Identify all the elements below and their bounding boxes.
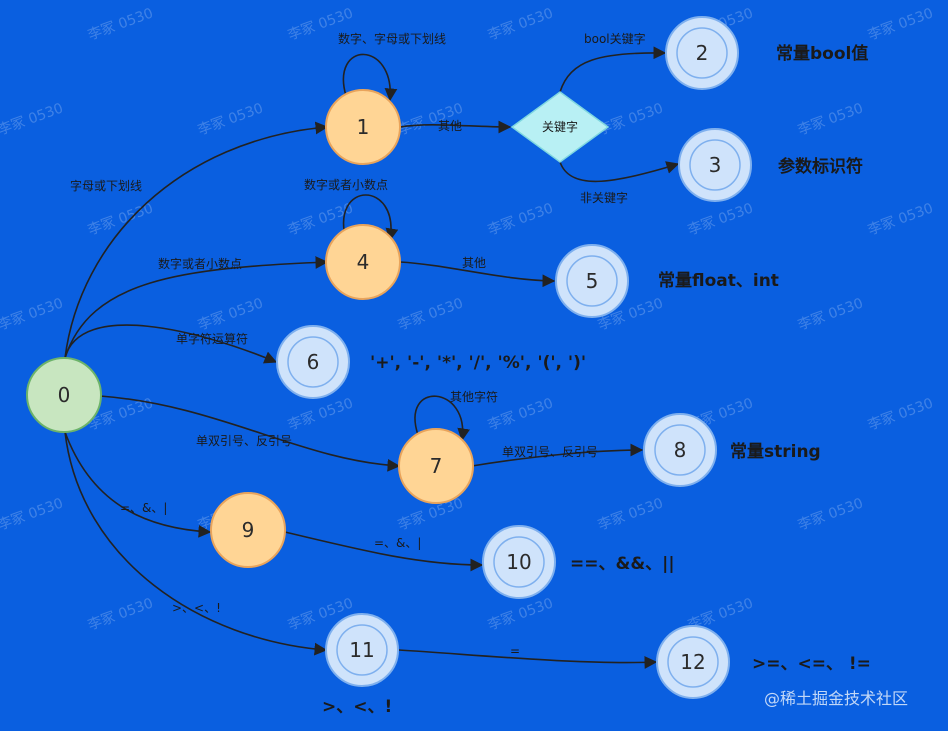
watermark-text: 李冢 0530: [486, 200, 555, 238]
watermark-text: 李冢 0530: [396, 295, 465, 333]
footer-credit: @稀土掘金技术社区: [764, 689, 908, 708]
edge-label-0-4: 数字或者小数点: [158, 256, 242, 271]
state-9-label: 9: [242, 518, 255, 542]
state-11: 11: [325, 613, 399, 687]
edge-0-4: [64, 256, 329, 359]
watermark-text: 李冢 0530: [0, 495, 65, 533]
state-11-label: 11: [349, 638, 374, 662]
edge-loop-4: [343, 194, 399, 242]
edge-loop-1: [342, 53, 398, 102]
edge-7-8: [471, 443, 644, 467]
watermark-text: 李冢 0530: [286, 395, 355, 433]
edge-label-0-11: >、<、!: [172, 601, 221, 615]
side-label-12: >=、<=、 !=: [752, 654, 871, 674]
state-9: 9: [210, 492, 286, 568]
state-7: 7: [398, 428, 474, 504]
watermark-text: 李冢 0530: [796, 495, 865, 533]
decision-label: 关键字: [542, 119, 578, 134]
edge-label-9-10: =、&、|: [374, 536, 421, 550]
watermark-text: 李冢 0530: [866, 395, 935, 433]
watermark-text: 李冢 0530: [86, 595, 155, 633]
state-4: 4: [325, 224, 401, 300]
watermark-text: 李冢 0530: [0, 295, 65, 333]
edge-label-loop-7: 其他字符: [450, 389, 498, 404]
watermark-text: 李冢 0530: [86, 200, 155, 238]
watermark-text: 李冢 0530: [866, 200, 935, 238]
edge-label-0-9: =、&、|: [120, 501, 167, 515]
edge-1-decision: [399, 120, 512, 134]
watermark-text: 李冢 0530: [486, 5, 555, 43]
watermark-text: 李冢 0530: [86, 5, 155, 43]
edge-label-loop-4: 数字或者小数点: [304, 177, 388, 192]
watermark-text: 李冢 0530: [0, 100, 65, 138]
edge-0-6: [64, 324, 278, 364]
state-2: 2: [665, 16, 739, 90]
edge-label-0-1: 字母或下划线: [70, 178, 142, 193]
decision-keyword: 关键字: [510, 91, 610, 163]
edge-0-11: [64, 431, 328, 656]
state-10-label: 10: [506, 550, 531, 574]
edge-label-0-7: 单双引号、反引号: [196, 434, 292, 448]
state-8: 8: [643, 413, 717, 487]
edge-9-10: [284, 531, 484, 572]
side-label-2: 常量bool值: [776, 43, 868, 64]
edge-11-12: [398, 649, 658, 669]
edge-label-11-12: =: [510, 644, 520, 658]
state-12-label: 12: [680, 650, 705, 674]
side-label-5: 常量float、int: [658, 270, 779, 291]
state-12: 12: [656, 625, 730, 699]
state-10: 10: [482, 525, 556, 599]
watermark-text: 李冢 0530: [796, 100, 865, 138]
watermark-text: 李冢 0530: [596, 495, 665, 533]
watermark-text: 李冢 0530: [486, 595, 555, 633]
state-1: 1: [325, 89, 401, 165]
watermark-text: 李冢 0530: [596, 100, 665, 138]
side-label-10: ==、&&、||: [570, 554, 675, 574]
state-1-label: 1: [357, 115, 370, 139]
edge-0-9: [64, 431, 212, 538]
watermark-text: 李冢 0530: [796, 295, 865, 333]
state-2-label: 2: [696, 41, 709, 65]
watermark-text: 李冢 0530: [196, 295, 265, 333]
watermark-text: 李冢 0530: [866, 5, 935, 43]
edge-0-7: [99, 395, 401, 472]
state-6-label: 6: [307, 350, 320, 374]
edge-decision-2: [559, 46, 667, 93]
edge-0-1: [64, 121, 329, 359]
state-3-label: 3: [709, 153, 722, 177]
state-5: 5: [555, 244, 629, 318]
edge-label-4-5: 其他: [462, 256, 486, 270]
edge-label-1-decision: 其他: [438, 119, 462, 133]
side-label-3: 参数标识符: [778, 156, 863, 177]
state-5-label: 5: [586, 269, 599, 293]
edge-label-7-8: 单双引号、反引号: [502, 445, 598, 459]
side-label-11: >、<、!: [322, 697, 392, 717]
state-7-label: 7: [430, 454, 443, 478]
edge-label-loop-1: 数字、字母或下划线: [338, 31, 446, 46]
watermark-text: 李冢 0530: [196, 100, 265, 138]
edge-loop-7: [414, 395, 470, 442]
side-labels: 常量bool值 参数标识符 常量float、int '+', '-', '*',…: [322, 43, 871, 717]
side-label-8: 常量string: [730, 441, 821, 462]
edge-4-5: [399, 261, 556, 288]
state-4-label: 4: [357, 250, 370, 274]
edge-label-decision-3: 非关键字: [580, 190, 628, 205]
state-0: 0: [26, 357, 102, 433]
edge-label-0-6: 单字符运算符: [176, 331, 248, 346]
state-3: 3: [678, 128, 752, 202]
state-8-label: 8: [674, 438, 687, 462]
edge-labels: 字母或下划线 数字、字母或下划线 其他 bool关键字 非关键字 数字或者小数点…: [70, 31, 646, 658]
watermarks: 李冢 0530 李冢 0530 李冢 0530 李冢 0530 李冢 0530 李冢 05…: [0, 5, 935, 633]
watermark-text: 李冢 0530: [686, 200, 755, 238]
edge-label-decision-2: bool关键字: [584, 31, 646, 46]
edges: [64, 46, 680, 669]
states: 0 1 4 7 9 2 3: [26, 16, 752, 699]
edge-decision-3: [559, 161, 680, 183]
side-label-6: '+', '-', '*', '/', '%', '(', ')': [370, 353, 586, 373]
state-0-label: 0: [58, 383, 71, 407]
state-6: 6: [276, 325, 350, 399]
